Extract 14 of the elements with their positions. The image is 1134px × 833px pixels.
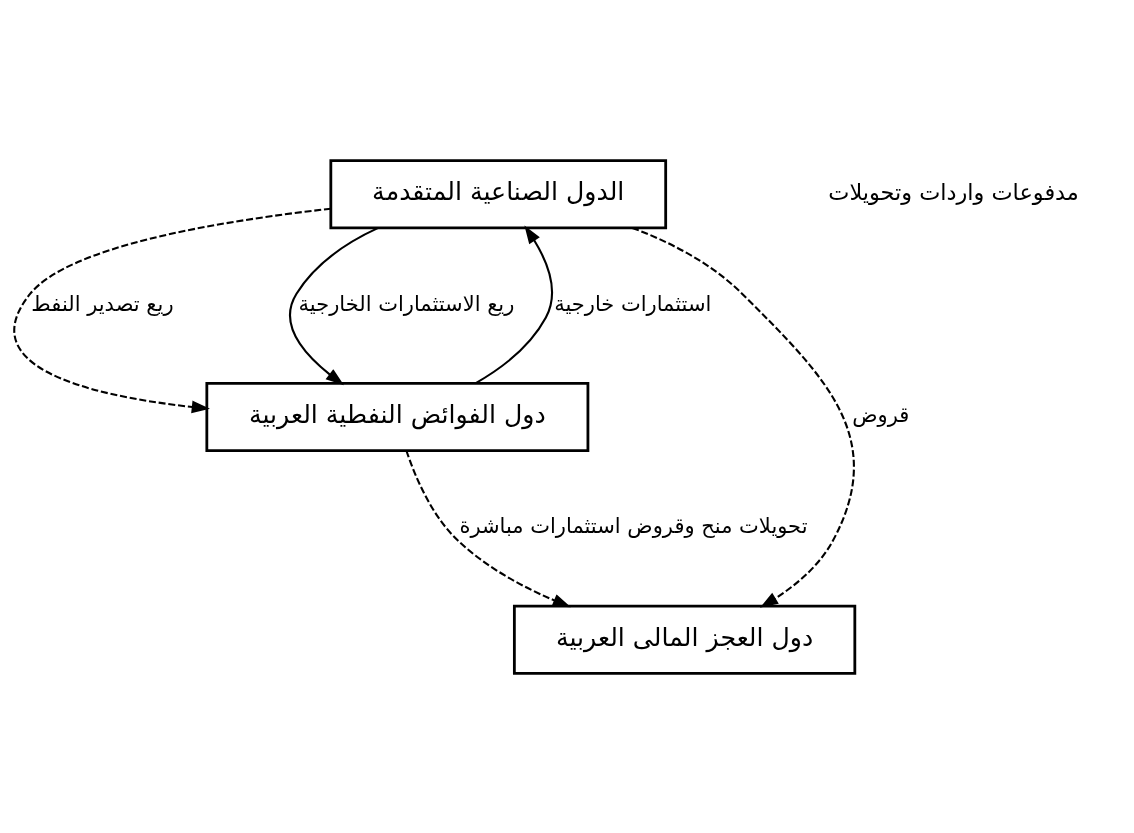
edge-label: تحويلات منح وقروض استثمارات مباشرة — [459, 512, 808, 538]
arrow — [405, 449, 571, 607]
arrow — [631, 226, 855, 608]
edge-label: قروض — [852, 401, 910, 427]
edge-label: ريع الاستثمارات الخارجية — [298, 290, 515, 316]
node-box: الدول الصناعية المتقدمة — [329, 158, 668, 229]
arrow — [289, 226, 379, 385]
edge-label: استثمارات خارجية — [554, 290, 712, 316]
node-box: دول العجز المالى العربية — [512, 604, 857, 675]
label: مدفوعات واردات وتحويلات — [828, 178, 1079, 205]
node-box: دول الفوائض النفطية العربية — [205, 381, 590, 452]
arrow — [474, 225, 553, 384]
arrow — [13, 207, 331, 413]
edge-label: ريع تصدير النفط — [31, 290, 174, 316]
